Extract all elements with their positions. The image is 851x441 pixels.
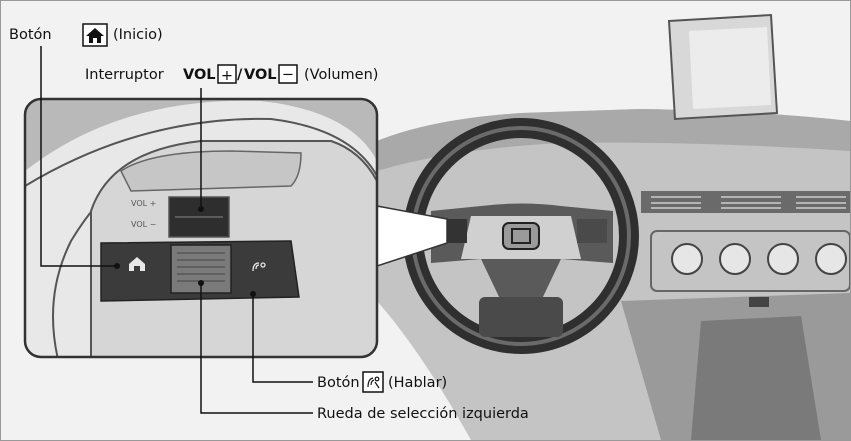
strip-talk-icon bbox=[252, 262, 266, 272]
leader-lines bbox=[40, 46, 313, 414]
volume-callout-prefix: Interruptor bbox=[85, 67, 164, 83]
plus-icon: + bbox=[221, 68, 233, 84]
home-callout-prefix: Botón bbox=[9, 27, 52, 43]
volume-callout-slash: / bbox=[237, 67, 243, 83]
vol-plus-label: VOL + bbox=[131, 199, 156, 208]
volume-callout-vol1: VOL bbox=[183, 67, 216, 83]
minus-icon: − bbox=[282, 67, 294, 83]
home-callout-suffix: (Inicio) bbox=[113, 27, 163, 43]
talk-callout-prefix: Botón bbox=[317, 375, 360, 391]
climate-knobs bbox=[671, 243, 847, 275]
strip-home-icon bbox=[129, 257, 145, 271]
home-icon bbox=[82, 23, 108, 47]
talk-icon bbox=[362, 371, 384, 393]
callout-home: Botón (Inicio) bbox=[9, 23, 163, 47]
wheel-callout: Rueda de selección izquierda bbox=[317, 406, 529, 422]
callout-volume: Interruptor VOL + / VOL − (Volumen) bbox=[85, 64, 378, 84]
talk-callout-suffix: (Hablar) bbox=[388, 375, 447, 391]
volume-callout-vol2: VOL bbox=[244, 67, 277, 83]
callout-talk: Botón (Hablar) bbox=[317, 371, 447, 393]
vol-minus-label: VOL − bbox=[131, 220, 156, 229]
volume-callout-suffix: (Volumen) bbox=[304, 67, 378, 83]
center-display bbox=[667, 13, 779, 121]
